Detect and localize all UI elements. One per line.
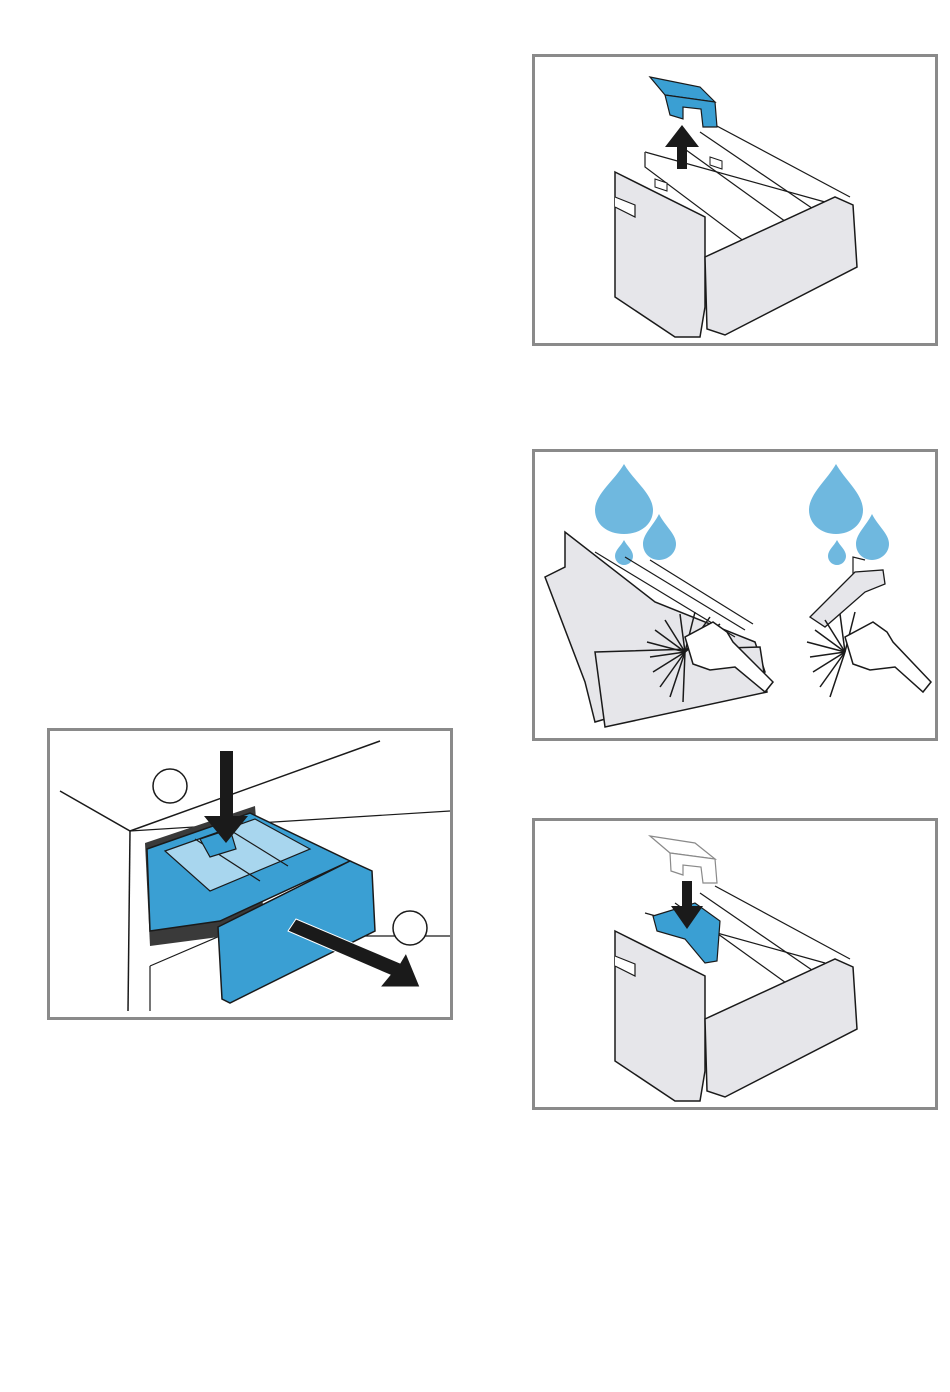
water-drop-large-left [595, 464, 653, 534]
callout-2 [393, 911, 427, 945]
figure-replace-insert [532, 818, 938, 1110]
figure-lift-insert [532, 54, 938, 346]
water-drop-small-left [615, 540, 633, 565]
lift-insert-illustration [535, 57, 935, 343]
drawer-removal-illustration [50, 731, 450, 1017]
hand-right [845, 622, 931, 692]
rinse-clean-illustration [535, 452, 935, 738]
arrow-up-icon [665, 125, 699, 169]
machine-front-edge [128, 831, 130, 1011]
brush-right-icon [807, 612, 855, 697]
water-drop-small-right [828, 540, 846, 565]
replace-insert-illustration [535, 821, 935, 1107]
water-drop-large-right [809, 464, 863, 534]
figure-drawer-removal [47, 728, 453, 1020]
callout-1 [153, 769, 187, 803]
figure-rinse-clean [532, 449, 938, 741]
insert-rinsing [810, 570, 885, 627]
drawer-side-wall [615, 931, 705, 1101]
water-drop-medium-right [856, 514, 889, 560]
